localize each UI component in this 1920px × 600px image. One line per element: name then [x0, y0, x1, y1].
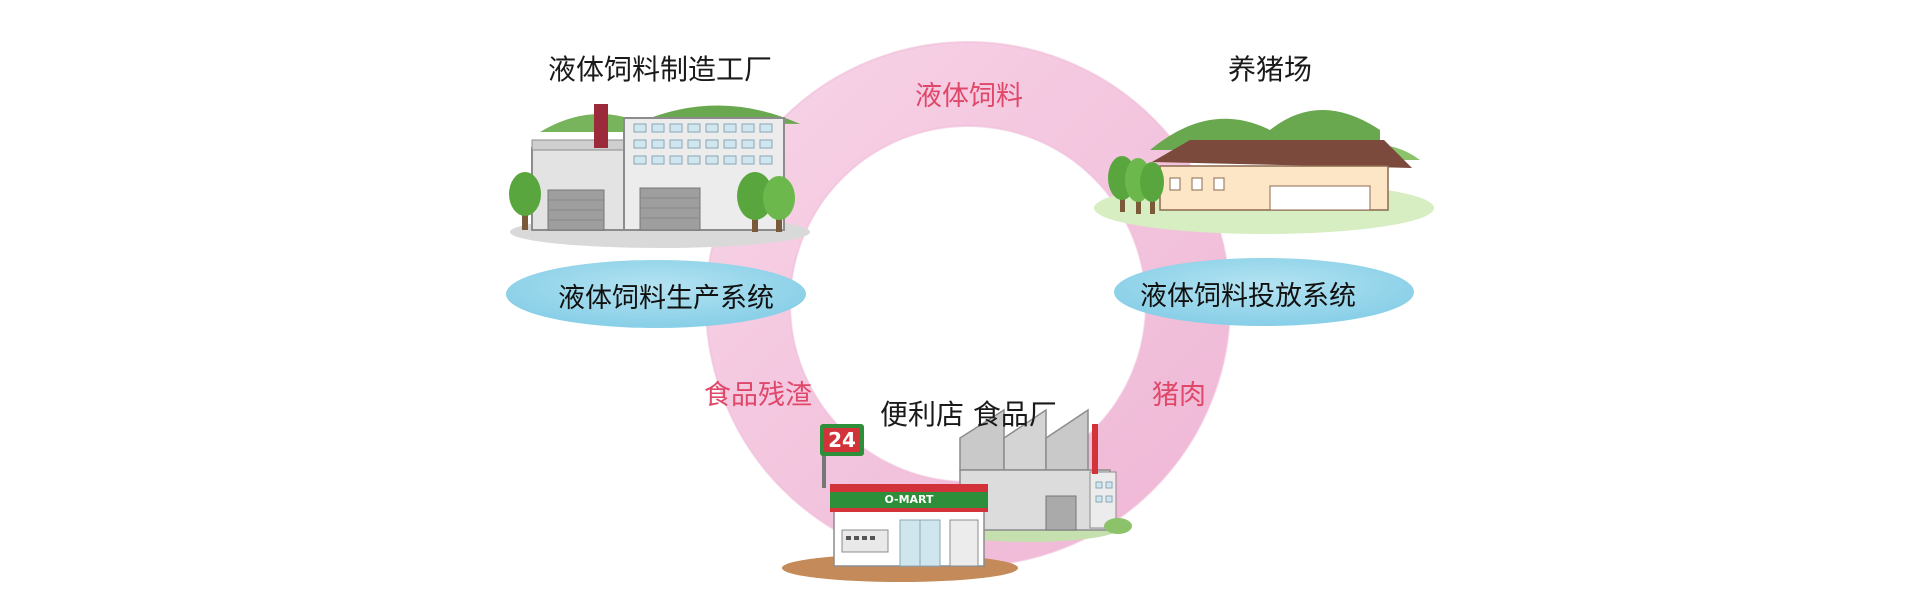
factory-illustration — [509, 104, 810, 248]
tree-icon — [737, 172, 795, 232]
flow-label-liquid-feed: 液体饲料 — [915, 81, 1023, 112]
factory-title: 液体饲料制造工厂 — [548, 53, 773, 86]
store-24-sign: 24 — [828, 428, 856, 452]
store-banner: O-MART — [884, 493, 934, 506]
flow-label-pork: 猪肉 — [1152, 380, 1206, 411]
pig-farm-illustration — [1094, 110, 1434, 234]
tree-icon — [509, 172, 541, 230]
pig-farm-title: 养猪场 — [1228, 53, 1313, 86]
tree-icon — [1108, 156, 1164, 214]
dispensing-system-label: 液体饲料投放系统 — [1140, 281, 1356, 312]
store-factory-title: 便利店 食品厂 — [880, 398, 1057, 431]
flow-label-food-waste: 食品残渣 — [704, 380, 812, 411]
production-system-label: 液体饲料生产系统 — [558, 283, 774, 314]
convenience-store-illustration — [782, 424, 1018, 582]
dispensing-system-ellipse — [1114, 258, 1414, 326]
production-system-ellipse — [506, 260, 806, 328]
